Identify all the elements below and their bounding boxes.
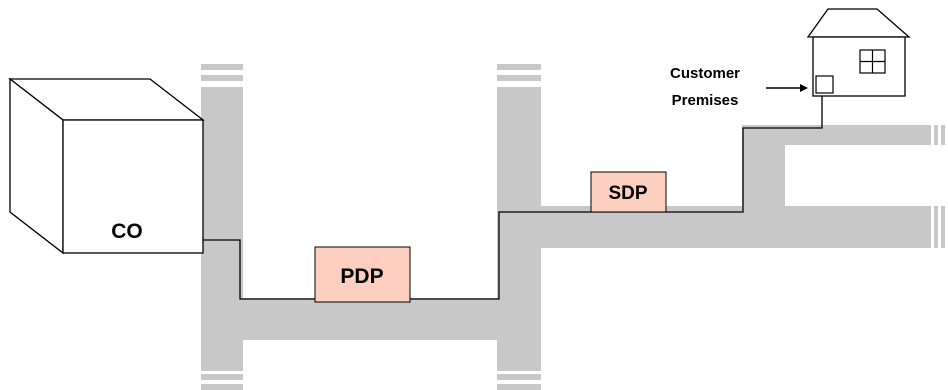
cube-front-face (62, 119, 204, 254)
arrow-head-icon (800, 84, 808, 92)
cable-line (203, 95, 823, 300)
road-middle-break-bottom-1 (497, 374, 541, 380)
pdp-label: PDP (340, 265, 383, 288)
road-upper-break-1 (934, 206, 938, 248)
road-middle-break-top-2 (497, 75, 541, 81)
house-roof (806, 8, 911, 38)
road-lower-horizontal (243, 298, 497, 340)
road-right-vertical (742, 125, 785, 206)
pdp-box: PDP (314, 246, 411, 303)
road-left-vertical (201, 87, 243, 371)
customer-premises-callout: Customer Premises (670, 65, 808, 109)
customer-premises-label-line1: Customer (670, 65, 740, 82)
road-left-break-bottom-2 (201, 384, 243, 390)
central-office-cube: CO (8, 77, 205, 255)
road-top-break-1 (934, 125, 938, 145)
road-left-break-top-2 (201, 75, 243, 81)
road-top-break-2 (941, 125, 945, 145)
pdp-rect (314, 246, 411, 303)
road-upper-horizontal (541, 206, 931, 248)
house-network-box (815, 75, 834, 94)
customer-premises-label-line2: Premises (672, 92, 739, 109)
sdp-rect (590, 171, 667, 213)
road-middle-break-bottom-2 (497, 384, 541, 390)
road-middle-break-top-1 (497, 64, 541, 70)
sdp-box: SDP (590, 171, 667, 213)
road-middle-vertical (497, 87, 541, 371)
road-left-break-top-1 (201, 64, 243, 70)
co-label: CO (111, 220, 143, 243)
road-top-horizontal (785, 125, 931, 145)
sdp-label: SDP (608, 183, 647, 204)
road-network (201, 64, 945, 390)
house-icon (806, 8, 911, 97)
road-upper-break-2 (941, 206, 945, 248)
road-left-break-bottom-1 (201, 374, 243, 380)
